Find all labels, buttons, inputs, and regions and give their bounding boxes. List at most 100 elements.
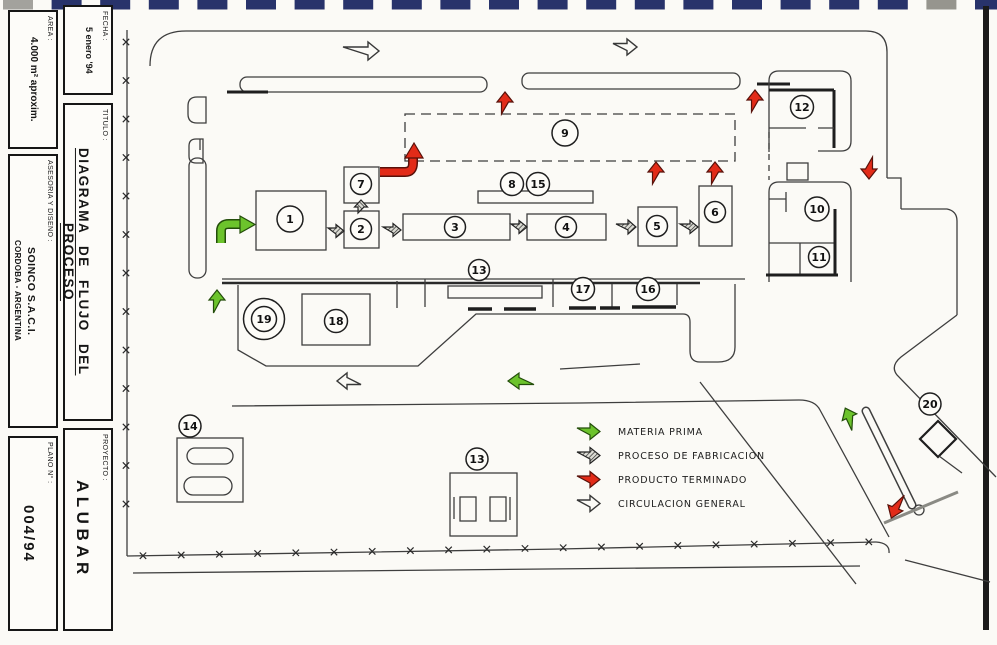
fence-south <box>126 538 890 560</box>
west-structures <box>187 96 207 279</box>
legend-producto-icon <box>576 470 601 489</box>
station-15-number: 15 <box>530 178 545 191</box>
green-arrow-into-1-icon <box>239 214 257 235</box>
station-14: 14 <box>178 414 202 438</box>
station-10-number: 10 <box>809 203 825 216</box>
asesoria-company: SOINCO S.A.C.I. <box>24 246 37 336</box>
proceso-arrows <box>326 199 699 239</box>
station-2-number: 2 <box>357 223 365 236</box>
hatched-arrow-2-7-icon <box>353 199 369 215</box>
station-13-mid: 13 <box>467 258 491 282</box>
hatched-arrow-1-2-icon <box>326 223 345 239</box>
legend-proceso-label: PROCESO DE FABRICACION <box>618 451 765 462</box>
outbuilding-13-south <box>449 472 518 537</box>
station-19: 19 <box>242 297 286 341</box>
station-16: 16 <box>635 276 661 302</box>
titleblock-titulo-box: TITULO : DIAGRAMA DE FLUJO DEL PROCESO <box>60 103 113 421</box>
station-1-number: 1 <box>286 213 294 226</box>
area-value: 4.000 m² aproxim. <box>27 37 39 122</box>
station-3: 3 <box>443 215 467 239</box>
station-7-number: 7 <box>357 178 365 191</box>
station-15: 15 <box>525 171 551 197</box>
stations: 1 2 3 4 5 6 7 8 9 10 11 12 13 13 14 15 1… <box>178 94 942 471</box>
station-14-number: 14 <box>182 420 198 433</box>
station-19-number: 19 <box>256 313 271 326</box>
titulo-value: DIAGRAMA DE FLUJO DEL PROCESO <box>60 148 91 376</box>
station-7: 7 <box>349 172 373 196</box>
station-13-south-number: 13 <box>469 453 484 466</box>
station-2: 2 <box>349 217 373 241</box>
station-9-number: 9 <box>561 127 569 140</box>
station-13-mid-number: 13 <box>471 264 486 277</box>
south-band <box>222 278 745 370</box>
gate-booth-20 <box>918 419 963 474</box>
producto-terminado-arrows <box>380 89 905 520</box>
station-9: 9 <box>551 119 579 147</box>
entrance-gate <box>861 406 959 525</box>
red-arrow-up-2-icon <box>646 161 666 187</box>
legend-materia-prima-label: MATERIA PRIMA <box>618 427 703 438</box>
legend: MATERIA PRIMA PROCESO DE FABRICACION PRO… <box>576 422 765 513</box>
red-elbow-arrow-7-icon <box>403 141 425 159</box>
outbuilding-14 <box>176 437 244 503</box>
legend-circulacion-icon <box>576 494 602 513</box>
station-8: 8 <box>499 171 525 197</box>
plano-value: 004/94 <box>19 504 37 563</box>
station-18: 18 <box>323 308 349 334</box>
station-16-number: 16 <box>640 283 656 296</box>
spiral-binding <box>3 0 997 10</box>
titleblock-asesoria-box: ASESORIA Y DISENO : SOINCO S.A.C.I. CORD… <box>8 154 58 428</box>
hatched-arrow-4-5-icon <box>615 218 637 236</box>
fecha-label: FECHA : <box>101 11 108 42</box>
station-4: 4 <box>554 215 578 239</box>
red-arrow-up-4-icon <box>745 89 765 115</box>
legend-proceso-icon <box>576 446 601 465</box>
titleblock-fecha-box: FECHA : 5 enero '94 <box>63 5 113 95</box>
fecha-value: 5 enero '94 <box>83 26 94 74</box>
station-20: 20 <box>918 392 942 416</box>
page-edge <box>983 6 989 630</box>
station-6: 6 <box>703 200 727 224</box>
fence-west <box>122 30 130 556</box>
titleblock-area-box: AREA : 4.000 m² aproxim. <box>8 10 58 149</box>
station-12: 12 <box>789 94 815 120</box>
dashed-zone-9 <box>404 113 736 162</box>
white-arrow-top-east-icon <box>612 37 639 57</box>
station-5-number: 5 <box>653 220 661 233</box>
legend-materia-prima-icon <box>576 422 601 441</box>
titulo-label: TITULO : <box>101 109 108 141</box>
white-arrow-top-west-icon <box>342 40 381 62</box>
warehouse-room-12 <box>768 70 852 181</box>
hatched-arrow-5-6-icon <box>677 219 699 235</box>
legend-producto-label: PRODUCTO TERMINADO <box>618 475 747 486</box>
plano-label: PLANO N° : <box>46 442 53 484</box>
station-1: 1 <box>276 205 304 233</box>
red-arrow-up-1-icon <box>495 91 515 117</box>
red-arrow-up-3-icon <box>705 161 725 187</box>
proyecto-label: PROYECTO : <box>101 434 108 482</box>
road-south <box>132 565 861 574</box>
station-5: 5 <box>645 214 669 238</box>
green-arrow-gate-icon <box>841 407 859 431</box>
station-8-number: 8 <box>508 178 516 191</box>
proyecto-value: ALUBAR <box>72 480 92 579</box>
green-arrow-up-icon <box>207 289 227 314</box>
station-17: 17 <box>570 276 596 302</box>
white-arrow-south-icon <box>335 371 362 391</box>
circulacion-arrows <box>335 37 639 391</box>
legend-circulacion-label: CIRCULACION GENERAL <box>618 499 746 510</box>
station-6-number: 6 <box>711 206 719 219</box>
red-arrow-down-icon <box>859 154 879 180</box>
station-11-number: 11 <box>811 251 826 264</box>
station-18-number: 18 <box>328 315 343 328</box>
canopy-north-east <box>521 72 790 90</box>
station-11: 11 <box>807 245 831 269</box>
site-boundary <box>149 30 997 585</box>
asesoria-location: CORDOBA - ARGENTINA <box>12 240 22 342</box>
station-12-number: 12 <box>794 101 809 114</box>
station-3-number: 3 <box>451 221 459 234</box>
station-4-number: 4 <box>562 221 570 234</box>
hatched-arrow-2-3-icon <box>380 222 402 238</box>
